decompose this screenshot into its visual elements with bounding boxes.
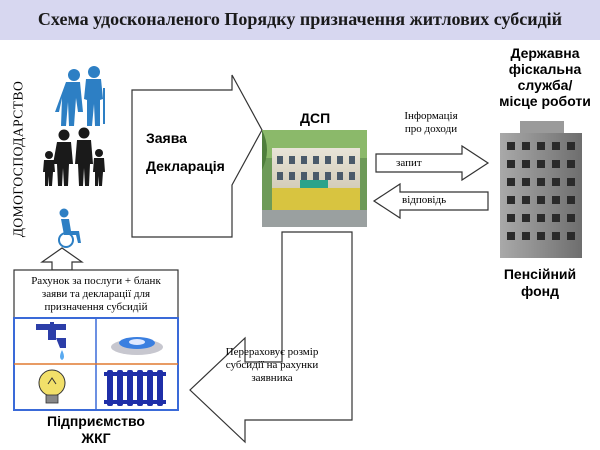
application-label: Заява Декларація <box>146 130 225 174</box>
elderly-couple-icon <box>55 66 105 126</box>
income-info-label: Інформація про доходи <box>404 110 458 135</box>
wheelchair-icon <box>58 208 81 248</box>
application-arrow <box>131 74 263 238</box>
response-label: відповідь <box>402 194 447 206</box>
request-arrow <box>375 144 490 182</box>
gas-burner-icon <box>111 337 163 355</box>
radiator-icon <box>104 370 166 406</box>
dsp-label: ДСП <box>300 110 331 126</box>
subsidy-transfer-arrow <box>189 231 353 444</box>
utility-label: Підприємство ЖКГ <box>47 413 145 446</box>
transfer-text: Перераховує розмір субсидії на рахунки з… <box>225 346 319 384</box>
bill-box-text: Рахунок за послуги + бланк заяви та декл… <box>31 275 161 313</box>
bill-arrow <box>40 247 84 271</box>
bill-box <box>13 269 179 319</box>
dsp-building-icon <box>262 130 367 227</box>
family-icon <box>43 127 105 186</box>
tax-service-label: Державна фіскальна служба/ місце роботи <box>499 45 591 109</box>
water-tap-icon <box>36 322 66 360</box>
utility-grid <box>13 317 179 411</box>
tax-office-building-icon <box>500 121 582 258</box>
title-bar <box>0 0 600 40</box>
request-label: запит <box>396 157 422 169</box>
page-title: Схема удосконаленого Порядку призначення… <box>37 9 563 29</box>
response-arrow <box>372 182 489 220</box>
pension-fund-label: Пенсійний фонд <box>503 266 577 299</box>
light-bulb-icon <box>38 369 66 404</box>
